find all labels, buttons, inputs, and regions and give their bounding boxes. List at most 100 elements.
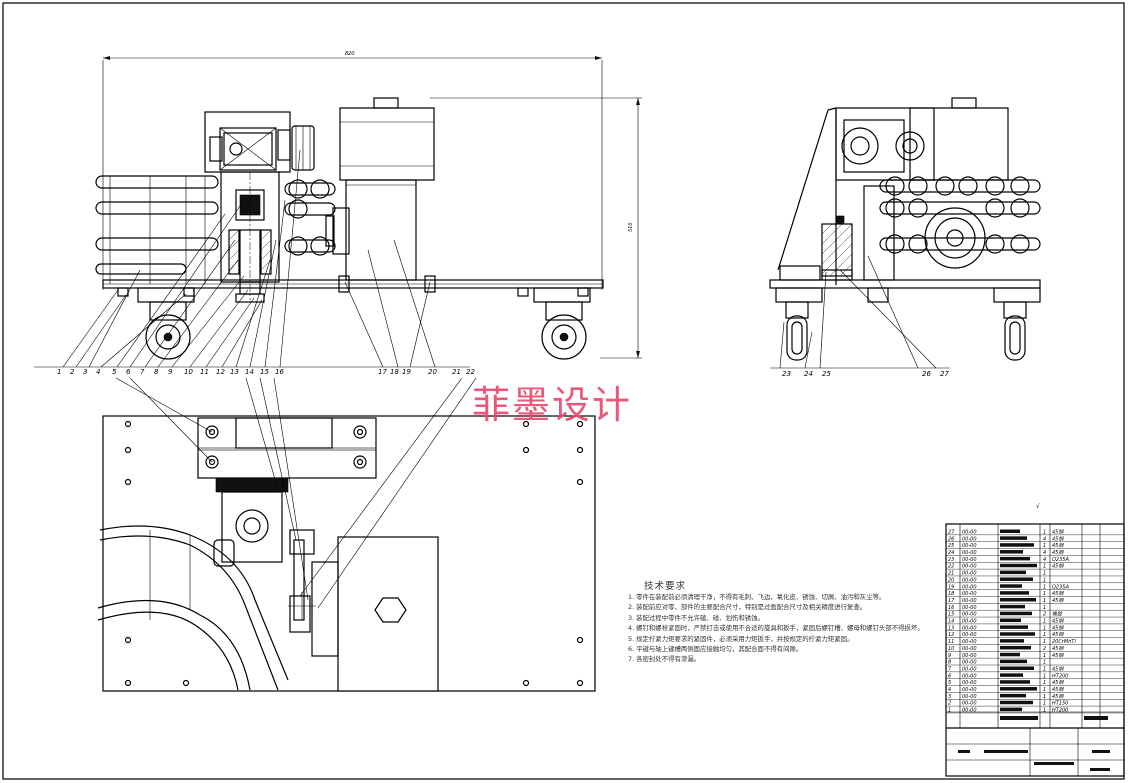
balloon-11: 11 [200,368,209,376]
bom-item-code: 00-00 [962,680,977,686]
balloon-24: 24 [804,370,813,378]
bom-item-qty: 2 [1043,646,1046,652]
balloon-25: 25 [822,370,831,378]
bom-item-no: 4 [948,687,951,693]
bom-item-code: 00-00 [962,701,977,707]
balloon-3: 3 [83,368,87,376]
bom-item-no: 27 [948,529,955,535]
technical-requirements-title: 技术要求 [644,581,687,592]
front-view-balloons: 1 2 3 4 5 6 7 8 9 10 11 12 13 14 15 16 1… [57,368,475,376]
bom-item-material: 45钢 [1052,624,1064,631]
bom-item-no: 17 [948,598,955,604]
bom-item-name-block [1000,604,1025,609]
bom-item-name-block [1000,543,1034,547]
bom-item-material: 45钢 [1052,693,1064,700]
bom-item-no: 12 [948,632,954,638]
bom-item-name-block [1000,645,1031,650]
bom-item-material: 45钢 [1052,563,1064,570]
bom-item-code: 00-00 [962,529,977,535]
bom-item-material: HT150 [1052,701,1068,707]
bom-item-no: 6 [948,673,951,679]
bom-item-code: 00-00 [962,557,977,563]
bom-item-name-block [1000,680,1030,684]
bom-item-no: 23 [948,557,954,563]
balloon-15: 15 [260,368,269,376]
front-view: 820 510 [34,51,642,376]
bom-item-no: 1 [948,708,951,714]
bom-item-name-block [1000,625,1028,629]
bom-item-name-block [1000,707,1022,712]
bom-item-code: 00-00 [962,673,977,679]
bom-item-qty: 1 [1043,708,1046,714]
bom-item-qty: 1 [1043,632,1046,638]
bom-item-code: 00-00 [962,632,977,638]
bom-item-no: 20 [948,577,954,583]
balloon-23: 23 [782,370,791,378]
bom-item-name-block [1000,570,1026,575]
balloon-17: 17 [378,368,387,376]
bom-item-material: 20CrMnTi [1052,639,1076,645]
bom-item-qty: 1 [1043,673,1046,679]
bom-item-name-block [1000,632,1035,636]
bom-item-material: 45钢 [1052,665,1064,672]
requirement-item: 3. 装配过程中零件不允许磕、碰、划伤和锈蚀。 [628,613,764,622]
bom-item-name-block [1000,700,1033,705]
bom-item-code: 00-00 [962,687,977,693]
balloon-16: 16 [275,368,284,376]
bom-item-material: Q235A [1052,584,1069,590]
bom-item-material: 45钢 [1052,679,1064,686]
bom-item-code: 00-00 [962,646,977,652]
bom-item-code: 00-00 [962,653,977,659]
bom-item-qty: 1 [1043,660,1046,666]
balloon-14: 14 [245,368,254,376]
bom-item-qty: 1 [1043,653,1046,659]
surface-roughness-symbol: √ [1036,503,1040,510]
bom-item-code: 00-00 [962,639,977,645]
bom-item-code: 00-00 [962,619,977,625]
bom-item-no: 8 [948,660,951,666]
bom-item-name-block [1000,659,1027,664]
bom-item-qty: 1 [1043,619,1046,625]
bom-item-name-block [1000,693,1026,698]
balloon-6: 6 [126,368,131,376]
bom-item-qty: 1 [1043,564,1046,570]
bom-item-name-block [1000,577,1033,581]
bom-item-material: 45钢 [1052,590,1064,597]
side-view: 23 24 25 26 27 [769,97,1041,378]
bom-item-name-block [1000,673,1023,677]
bom-item-no: 2 [948,701,951,707]
bom-item-material: 橡胶 [1052,611,1063,618]
bom-item-no: 26 [948,536,954,542]
bom-item-code: 00-00 [962,694,977,700]
bom-item-qty: 1 [1043,543,1046,549]
bom-item-qty: 1 [1043,666,1046,672]
bom-item-qty: 4 [1043,536,1046,542]
bom-item-qty: 1 [1043,571,1046,577]
balloon-20: 20 [428,368,437,376]
bom-item-name-block [1000,556,1030,561]
bom-item-code: 00-00 [962,591,977,597]
bom-item-qty: 1 [1043,598,1046,604]
bom-item-material: 45钢 [1052,631,1064,638]
bom-item-code: 00-00 [962,577,977,583]
balloon-26: 26 [922,370,931,378]
bom-item-no: 25 [948,543,954,549]
bom-item-no: 18 [948,591,954,597]
watermark-text: 菲墨设计 [472,383,633,427]
bom-item-code: 00-00 [962,605,977,611]
bom-item-name-block [1000,536,1027,540]
bom-item-no: 11 [948,639,954,645]
bom-item-material: 45钢 [1052,645,1064,652]
bom-item-code: 00-00 [962,584,977,590]
balloon-19: 19 [402,368,411,376]
balloon-8: 8 [154,368,159,376]
requirement-item: 5. 规定拧紧力矩要求的紧固件，必须采用力矩扳手，并按规定的拧紧力矩紧固。 [628,634,854,643]
bom-item-code: 00-00 [962,550,977,556]
bom-item-code: 00-00 [962,598,977,604]
bom-item-material: 45钢 [1052,618,1064,625]
requirement-item: 4. 螺钉和螺栓紧固时，严禁打击或使用不合适的旋具和扳手，紧固后螺钉槽、螺母和螺… [628,624,924,633]
balloon-7: 7 [140,368,145,376]
bom-item-qty: 1 [1043,591,1046,597]
balloon-1: 1 [57,368,61,376]
